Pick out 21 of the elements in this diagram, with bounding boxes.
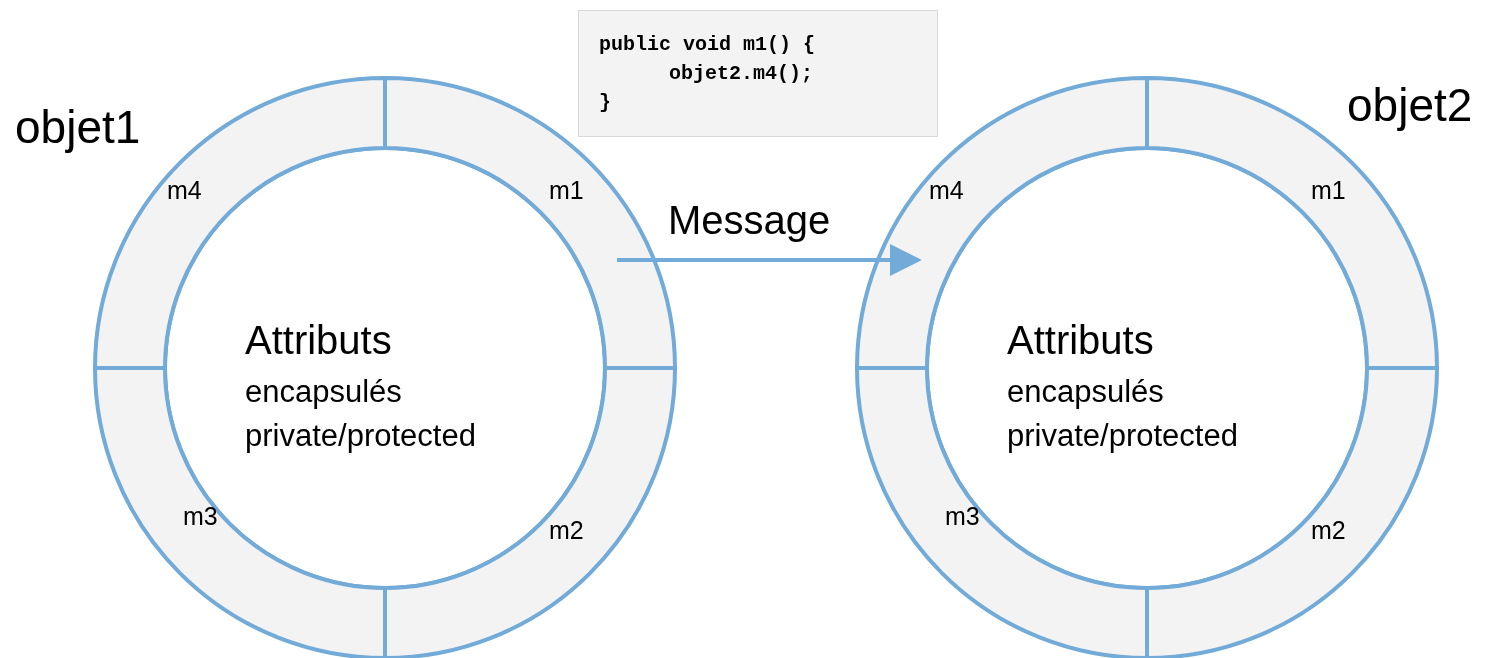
heading: Attributs <box>1007 318 1154 363</box>
heading: Attributs <box>245 318 392 363</box>
code-line: } <box>599 91 611 114</box>
method-label: m1 <box>549 176 584 205</box>
code-line: objet2.m4(); <box>669 62 814 85</box>
object-heading: objet2 <box>1347 78 1473 132</box>
method-label: m2 <box>549 516 584 545</box>
description: encapsulés private/protected <box>1007 373 1239 455</box>
method-label: m3 <box>183 502 218 531</box>
method-label: m2 <box>1311 516 1346 545</box>
description: encapsulés private/protected <box>245 373 477 455</box>
object-heading: objet1 <box>15 100 141 154</box>
inner-circle <box>165 148 605 588</box>
arrow <box>617 244 922 276</box>
method-label: m4 <box>929 176 964 205</box>
code-line: public void m1() { <box>599 33 816 56</box>
method-label: m4 <box>167 176 202 205</box>
code-block <box>578 10 938 137</box>
method-label: m1 <box>1311 176 1346 205</box>
inner-circle <box>927 148 1367 588</box>
method-label: m3 <box>945 502 980 531</box>
